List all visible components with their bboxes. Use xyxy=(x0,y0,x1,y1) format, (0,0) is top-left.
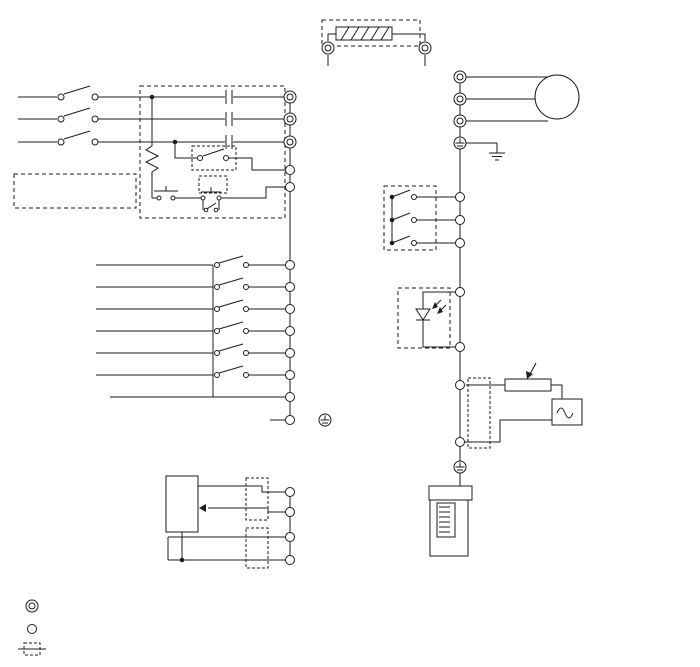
relay-contacts xyxy=(383,185,455,251)
motor-symbol xyxy=(466,74,580,122)
rj11-connector xyxy=(428,485,473,557)
terminals xyxy=(283,41,467,565)
vr-potentiometer xyxy=(165,475,285,569)
brake-resistor-symbol xyxy=(321,19,426,66)
analog-meter xyxy=(465,362,583,449)
optocoupler-symbol xyxy=(397,287,455,349)
protection-circuit-symbol xyxy=(13,85,286,219)
input-switches xyxy=(96,255,285,421)
ground-symbols xyxy=(466,142,505,161)
legend-icons xyxy=(18,599,46,656)
nfb-breaker-symbol xyxy=(18,85,285,149)
